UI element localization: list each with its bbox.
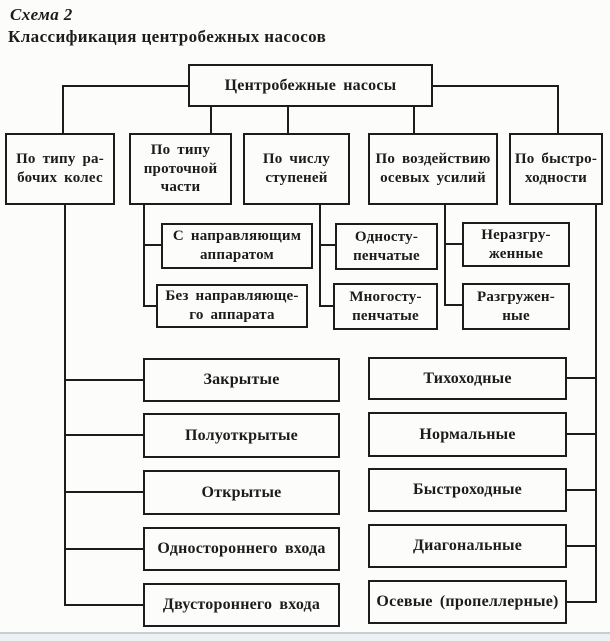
node-double-entry: Двустороннего входа <box>143 583 340 627</box>
connector-root-left-drop <box>62 85 64 133</box>
connector-axial-stub-1 <box>444 243 462 245</box>
connector-stage-stub-2 <box>319 305 333 307</box>
node-by-specific-speed: По быстро- ходности <box>509 133 603 205</box>
connector-axial-stub-2 <box>444 304 462 306</box>
connector-speed-stub-3 <box>567 489 595 491</box>
node-by-stage-count: По числу ступеней <box>243 133 350 205</box>
node-centrifugal-pumps: Центробежные насосы <box>188 64 433 107</box>
page-edge-fill <box>0 634 610 641</box>
connector-impeller-stub-4 <box>64 548 143 550</box>
connector-axial-trunk <box>444 205 446 305</box>
node-low-speed: Тихоходные <box>368 357 567 400</box>
connector-root-drop-2 <box>210 106 212 133</box>
node-by-flow-part-type: По типу проточной части <box>129 133 232 205</box>
connector-impeller-trunk <box>64 205 66 606</box>
connector-root-drop-4 <box>413 106 415 133</box>
scheme-number: Схема 2 <box>10 5 73 24</box>
connector-stage-trunk <box>319 205 321 306</box>
node-by-axial-forces: По воздействию осевых усилий <box>368 133 498 205</box>
connector-root-right <box>433 85 559 87</box>
connector-flow-part-stub-2 <box>143 305 156 307</box>
connector-speed-trunk <box>595 205 597 603</box>
node-high-speed: Быстроходные <box>368 468 567 512</box>
connector-speed-stub-5 <box>567 601 595 603</box>
connector-root-left <box>62 85 188 87</box>
node-semi-open: Полуоткрытые <box>143 413 340 458</box>
node-without-guide-vanes: Без направляюще- го аппарата <box>156 284 308 328</box>
connector-root-drop-3 <box>287 106 289 133</box>
page-edge-line <box>0 632 610 634</box>
connector-impeller-stub-3 <box>64 491 143 493</box>
connector-speed-stub-4 <box>567 545 595 547</box>
node-closed: Закрытые <box>143 358 340 402</box>
connector-flow-part-trunk <box>143 205 145 307</box>
connector-impeller-stub-5 <box>64 604 143 606</box>
node-normal-speed: Нормальные <box>368 412 567 457</box>
node-axial-propeller: Осевые (пропеллерные) <box>368 580 567 624</box>
node-unbalanced: Неразгру- женные <box>462 222 570 267</box>
connector-flow-part-stub-1 <box>143 244 161 246</box>
connector-stage-stub-1 <box>319 244 335 246</box>
node-balanced: Разгружен- ные <box>462 283 570 330</box>
node-multi-stage: Многосту- пенчатые <box>333 283 438 330</box>
connector-impeller-stub-1 <box>64 379 143 381</box>
node-diagonal: Диагональные <box>368 524 567 568</box>
connector-impeller-stub-2 <box>64 434 143 436</box>
connector-speed-stub-1 <box>567 377 595 379</box>
node-open: Открытые <box>143 470 340 515</box>
page-title: Классификация центробежных насосов <box>8 27 327 46</box>
connector-root-right-drop <box>557 85 559 133</box>
node-single-entry: Одностороннего входа <box>143 527 340 571</box>
node-by-impeller-type: По типу ра- бочих колес <box>5 133 115 205</box>
node-with-guide-vanes: С направляющим аппаратом <box>161 223 313 269</box>
node-single-stage: Односту- пенчатые <box>335 223 438 270</box>
connector-speed-stub-2 <box>567 433 595 435</box>
